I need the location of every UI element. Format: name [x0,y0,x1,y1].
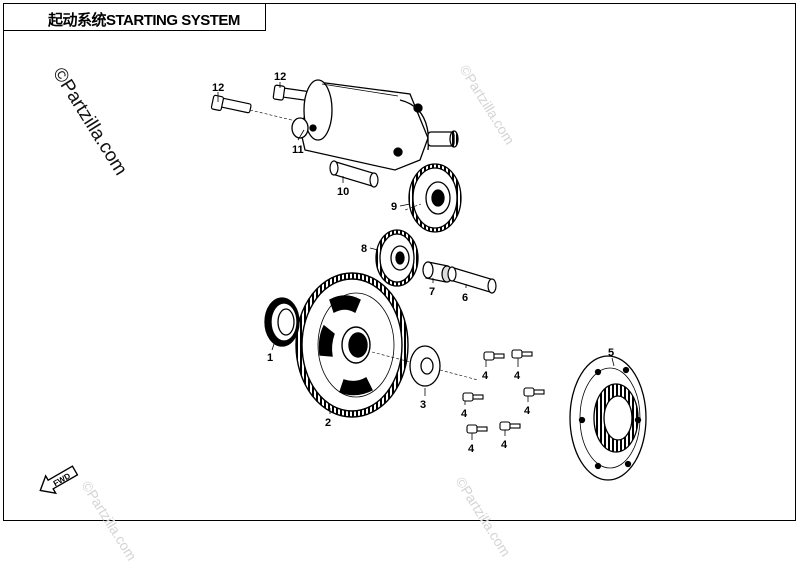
callout-12a: 12 [212,82,224,94]
callout-10: 10 [337,186,349,198]
callout-4a: 4 [482,370,489,382]
part-gear-8 [375,229,419,287]
part-large-gear-2 [295,272,419,418]
callout-2: 2 [325,417,331,429]
part-seal-1 [264,297,300,347]
part-starter-motor-11 [291,79,459,171]
diagram-frame [3,3,796,521]
callout-9: 9 [391,201,397,213]
part-bolt-12b [272,84,312,102]
part-bolts-4 [462,349,545,434]
callout-4b: 4 [514,370,521,382]
callout-4f: 4 [501,439,508,451]
callout-4e: 4 [468,443,475,455]
callout-1: 1 [267,352,273,364]
callout-leaders [217,82,615,440]
part-shaft-6 [447,266,497,294]
callout-6: 6 [462,292,468,304]
part-bolt-12a [210,94,252,114]
part-washer-3 [409,345,479,387]
callout-5: 5 [608,347,614,359]
fwd-arrow-icon: FWD [39,465,79,495]
callout-4d: 4 [524,405,531,417]
part-gear-9 [404,163,462,233]
title-box: 起动系统STARTING SYSTEM [3,3,266,31]
exploded-parts-diagram: 12 12 11 10 9 8 7 6 1 2 3 4 4 4 4 4 4 5 … [39,71,647,495]
callout-12b: 12 [274,71,286,83]
callout-3: 3 [420,399,426,411]
part-shaft-10 [329,160,379,188]
page-title: 起动系统STARTING SYSTEM [48,12,240,29]
part-one-way-clutch-5 [569,355,647,481]
callout-4c: 4 [461,408,468,420]
callout-8: 8 [361,243,367,255]
callout-11: 11 [292,144,304,156]
callout-7: 7 [429,286,435,298]
